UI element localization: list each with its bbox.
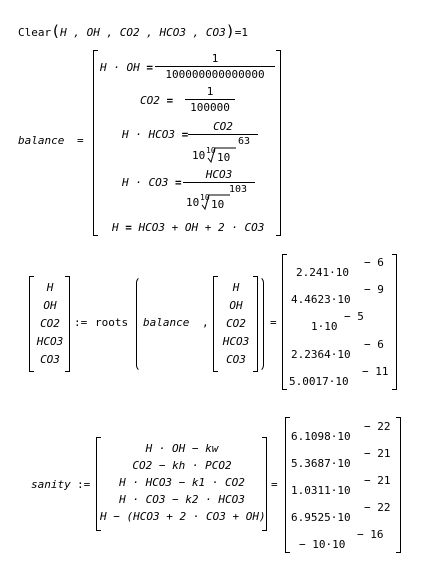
- eq1-num: 1: [211, 52, 219, 65]
- roots-result-0: 2.241·10− 6: [296, 256, 384, 279]
- roots-paren-right: [257, 276, 264, 372]
- eq3-lhs: H · HCO3 =: [122, 128, 189, 141]
- roots-var-item: H: [46, 281, 54, 294]
- eq1-frac-line: [155, 66, 275, 67]
- roots-var-item: CO2: [40, 317, 60, 330]
- sanity-result-2: 1.0311·10− 21: [291, 474, 391, 497]
- roots-var-item: HCO3: [36, 335, 64, 348]
- roots-result-bracket-left: [282, 254, 287, 390]
- eq2-den: 100000: [190, 101, 230, 114]
- roots-paren-left: [136, 276, 143, 372]
- eq4-root-arg: 10: [211, 198, 225, 211]
- roots-result-1: 4.4623·10− 9: [291, 283, 384, 306]
- sanity-result-0: 6.1098·10− 22: [291, 420, 391, 443]
- sanity-exprs: H · OH − kw CO2 − kh · PCO2 H · HCO3 − k…: [100, 440, 266, 525]
- eq3-root-arg: 10: [217, 151, 231, 164]
- roots-arg2-item: H: [232, 281, 240, 294]
- eq3-den-base: 10: [192, 149, 206, 162]
- roots-equals: =: [270, 316, 277, 329]
- sanity-expr-item: H · HCO3 − k1 · CO2: [119, 476, 245, 489]
- roots-comma: ,: [202, 316, 209, 329]
- eq2-frac-line: [185, 99, 235, 100]
- sanity-result-3: 6.9525·10− 22: [291, 501, 391, 524]
- balance-assign: =: [77, 134, 84, 147]
- eq4-num: HCO3: [205, 168, 233, 181]
- eq3-radical-icon: [207, 147, 236, 164]
- sanity-result-4: − 10·10− 16: [299, 528, 384, 551]
- roots-arg2-item: CO3: [226, 353, 246, 366]
- eq1-lhs: H · OH =: [100, 61, 153, 74]
- balance-bracket-left: [93, 50, 98, 236]
- clear-statement[interactable]: Clear(H , OH , CO2 , HCO3 , CO3)=1: [18, 22, 249, 40]
- roots-vars-bracket-left: [29, 276, 34, 372]
- clear-fn: Clear: [18, 26, 52, 39]
- sanity-assign: :=: [77, 478, 91, 491]
- eq4-lhs: H · CO3 =: [122, 176, 182, 189]
- sanity-bracket-right: [262, 437, 267, 531]
- clear-result: 1: [241, 26, 249, 39]
- sanity-label: sanity: [31, 478, 71, 491]
- roots-vars: H OH CO2 HCO3 CO3: [32, 279, 68, 369]
- sanity-result-bracket-left: [285, 417, 290, 553]
- sanity-result-bracket-right: [396, 417, 401, 553]
- roots-arg1: balance: [143, 316, 190, 329]
- eq5: H = HCO3 + OH + 2 · CO3: [112, 221, 265, 234]
- eq2-num: 1: [206, 85, 214, 98]
- roots-arg2-item: HCO3: [222, 335, 250, 348]
- sanity-equals: =: [271, 478, 278, 491]
- roots-result-2: 1·10− 5: [311, 310, 364, 333]
- eq4-frac-line: [183, 182, 255, 183]
- roots-var-item: CO3: [40, 353, 60, 366]
- roots-fn: roots: [95, 316, 129, 329]
- clear-args: H , OH , CO2 , HCO3 , CO3: [60, 26, 226, 39]
- eq1-den: 100000000000000: [165, 68, 265, 81]
- eq3-root-index: 10: [206, 146, 216, 155]
- roots-var-item: OH: [43, 299, 57, 312]
- eq2-lhs: CO2 =: [140, 94, 174, 107]
- roots-result-4: 5.0017·10− 11: [289, 365, 389, 388]
- sanity-expr-item: H · CO3 − k2 · HCO3: [119, 493, 245, 506]
- sanity-expr-item: H · OH − kw: [145, 442, 219, 455]
- eq4-den-base: 10: [186, 196, 200, 209]
- eq4-radical-icon: [201, 194, 230, 211]
- roots-assign: :=: [74, 316, 88, 329]
- roots-arg2-bracket-right: [253, 276, 258, 372]
- sanity-expr-item: CO2 − kh · PCO2: [132, 459, 232, 472]
- balance-label: balance: [18, 134, 65, 147]
- roots-result-bracket-right: [392, 254, 397, 390]
- roots-result-3: 2.2364·10− 6: [291, 338, 384, 361]
- roots-arg2-item: CO2: [226, 317, 246, 330]
- roots-arg2-item: OH: [229, 299, 243, 312]
- sanity-expr-item: H − (HCO3 + 2 · CO3 + OH): [100, 510, 266, 523]
- eq4-root-index: 10: [200, 193, 210, 202]
- clear-equals: =: [234, 26, 242, 39]
- eq3-den-exp: 63: [238, 136, 251, 147]
- eq3-frac-line: [188, 134, 258, 135]
- roots-vars-bracket-right: [65, 276, 70, 372]
- roots-arg2-vars: H OH CO2 HCO3 CO3: [216, 279, 256, 369]
- balance-bracket-right: [276, 50, 281, 236]
- eq3-num: CO2: [213, 120, 233, 133]
- roots-arg2-bracket-left: [213, 276, 218, 372]
- sanity-result-1: 5.3687·10− 21: [291, 447, 391, 470]
- sanity-bracket-left: [96, 437, 101, 531]
- eq4-den-exp: 103: [229, 184, 248, 195]
